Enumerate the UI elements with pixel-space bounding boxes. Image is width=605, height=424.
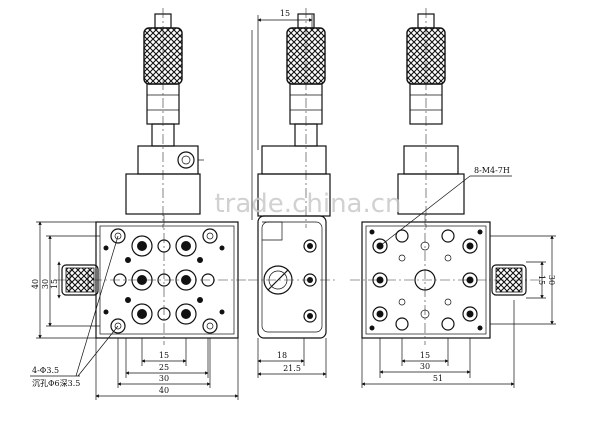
right-horizontal-dims: 15 30 51 (361, 300, 515, 388)
dim-right-bottom-51: 51 (433, 374, 443, 383)
dim-right-bottom-30: 30 (420, 362, 430, 371)
right-stage (350, 215, 540, 345)
right-vertical-dims: 30 15 (490, 235, 556, 325)
dim-bottom-25: 25 (159, 363, 169, 372)
left-stage (56, 215, 246, 345)
dim-right-30: 30 (547, 275, 556, 285)
thread-note: 8-M4-7H (474, 166, 510, 175)
dim-bottom-40: 40 (159, 386, 169, 395)
left-horizontal-dims: 15 25 30 40 (95, 338, 239, 400)
middle-top-dim: 15 (251, 9, 313, 220)
middle-micrometer (286, 8, 326, 228)
dim-right-15: 15 (537, 275, 546, 285)
middle-view: 15 18 21.5 (248, 8, 336, 378)
right-view: 8-M4-7H 30 15 15 30 51 (350, 8, 556, 388)
hole-note-line1: 4-Φ3.5 (32, 366, 59, 375)
dim-bottom-30: 30 (159, 374, 169, 383)
middle-bottom-dims: 18 21.5 (257, 338, 327, 378)
dim-left-15: 15 (50, 279, 59, 289)
left-micrometer (143, 8, 183, 228)
right-thread-callout: 8-M4-7H (379, 166, 512, 247)
dim-right-bottom-15: 15 (420, 351, 430, 360)
left-hole-grid (103, 228, 225, 334)
dim-left-40: 40 (31, 279, 40, 289)
left-hole-callout: 4-Φ3.5 沉孔Φ6深3.5 (30, 235, 119, 388)
dim-middle-18: 18 (277, 351, 287, 360)
middle-body (248, 145, 336, 339)
dim-middle-21-5: 21.5 (283, 364, 301, 373)
dim-middle-top-15: 15 (280, 9, 290, 18)
dim-bottom-15: 15 (159, 351, 169, 360)
dim-left-30: 30 (41, 279, 50, 289)
right-micrometer (397, 8, 465, 228)
watermark-text: trade.china.cn (214, 189, 401, 219)
left-view: 40 30 15 15 25 30 40 4- (30, 8, 246, 400)
left-clamp-block (125, 145, 204, 215)
hole-note-line2: 沉孔Φ6深3.5 (32, 379, 80, 388)
